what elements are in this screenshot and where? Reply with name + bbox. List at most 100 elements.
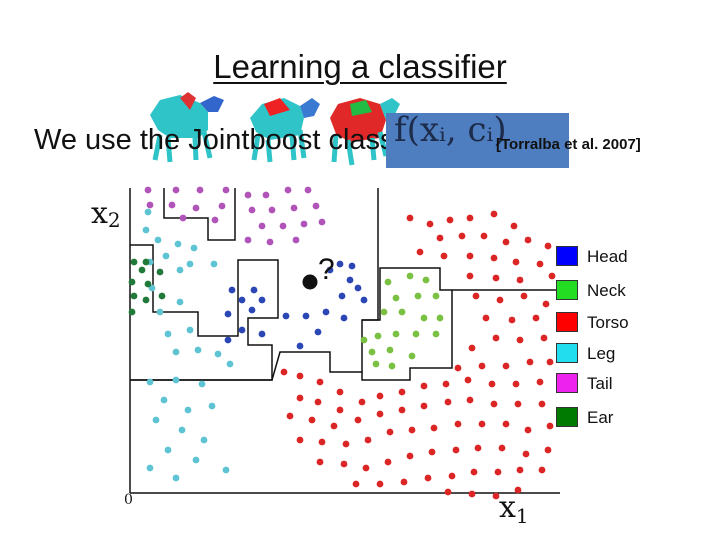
- head-point: [302, 312, 310, 320]
- torso-point: [314, 398, 322, 406]
- neck-point: [386, 346, 394, 354]
- torso-point: [544, 242, 552, 250]
- torso-point: [490, 210, 498, 218]
- leg-point: [172, 376, 180, 384]
- torso-point: [516, 276, 524, 284]
- torso-point: [542, 300, 550, 308]
- legend-swatch-torso: [556, 312, 578, 332]
- torso-point: [520, 292, 528, 300]
- head-point: [314, 328, 322, 336]
- tail-point: [266, 238, 274, 246]
- torso-point: [336, 388, 344, 396]
- neck-point: [432, 330, 440, 338]
- leg-point: [214, 350, 222, 358]
- torso-point: [536, 378, 544, 386]
- torso-point: [492, 492, 500, 500]
- head-point: [336, 260, 344, 268]
- torso-point: [538, 400, 546, 408]
- tail-point: [196, 186, 204, 194]
- torso-point: [426, 220, 434, 228]
- leg-point: [194, 346, 202, 354]
- torso-point: [316, 458, 324, 466]
- torso-point: [318, 438, 326, 446]
- torso-point: [286, 412, 294, 420]
- torso-point: [376, 480, 384, 488]
- leg-point: [226, 360, 234, 368]
- legend-swatch-tail: [556, 373, 578, 393]
- neck-point: [374, 332, 382, 340]
- torso-point: [524, 236, 532, 244]
- torso-point: [444, 398, 452, 406]
- leg-point: [152, 416, 160, 424]
- classifier-formula: f(xᵢ, cᵢ): [394, 110, 507, 150]
- torso-point: [516, 466, 524, 474]
- neck-point: [412, 330, 420, 338]
- leg-point: [184, 406, 192, 414]
- torso-point: [362, 464, 370, 472]
- neck-point: [432, 292, 440, 300]
- decision-boundaries: [129, 188, 560, 494]
- torso-point: [454, 420, 462, 428]
- neck-point: [368, 348, 376, 356]
- head-point: [296, 342, 304, 350]
- torso-point: [444, 488, 452, 496]
- torso-point: [514, 486, 522, 494]
- tail-point: [258, 222, 266, 230]
- citation-box: [386, 113, 569, 168]
- tail-point: [144, 186, 152, 194]
- torso-point: [336, 406, 344, 414]
- tail-point: [279, 222, 287, 230]
- tail-point: [222, 186, 230, 194]
- tail-point: [304, 186, 312, 194]
- torso-point: [430, 424, 438, 432]
- torso-point: [446, 216, 454, 224]
- neck-point: [420, 314, 428, 322]
- head-point: [338, 292, 346, 300]
- torso-point: [478, 362, 486, 370]
- torso-point: [466, 396, 474, 404]
- tail-point: [211, 216, 219, 224]
- torso-point: [510, 222, 518, 230]
- neck-point: [408, 352, 416, 360]
- torso-point: [400, 478, 408, 486]
- neck-point: [392, 330, 400, 338]
- torso-point: [466, 214, 474, 222]
- torso-point: [384, 458, 392, 466]
- torso-point: [296, 372, 304, 380]
- torso-point: [376, 392, 384, 400]
- head-point: [238, 296, 246, 304]
- neck-point: [422, 276, 430, 284]
- torso-point: [544, 446, 552, 454]
- torso-point: [406, 452, 414, 460]
- citation-text: [Torralba et al. 2007]: [496, 136, 641, 153]
- ear-point: [158, 292, 166, 300]
- torso-point: [398, 388, 406, 396]
- leg-point: [146, 378, 154, 386]
- torso-point: [548, 272, 556, 280]
- neck-point: [388, 362, 396, 370]
- torso-point: [466, 252, 474, 260]
- torso-point: [516, 336, 524, 344]
- torso-point: [330, 422, 338, 430]
- origin-label: 0: [124, 492, 133, 508]
- torso-point: [364, 436, 372, 444]
- torso-point: [512, 380, 520, 388]
- leg-point: [208, 402, 216, 410]
- leg-point: [172, 348, 180, 356]
- ear-point: [138, 266, 146, 274]
- leg-point: [146, 464, 154, 472]
- tail-point: [292, 236, 300, 244]
- torso-point: [524, 426, 532, 434]
- torso-point: [508, 316, 516, 324]
- torso-point: [488, 380, 496, 388]
- leg-point: [144, 208, 152, 216]
- horse-figure-3: [330, 98, 400, 166]
- boundary-head-torso: [130, 188, 379, 381]
- torso-point: [526, 358, 534, 366]
- torso-point: [354, 416, 362, 424]
- torso-point: [448, 472, 456, 480]
- head-point: [258, 330, 266, 338]
- neck-point: [414, 292, 422, 300]
- neck-point: [384, 278, 392, 286]
- head-point: [354, 284, 362, 292]
